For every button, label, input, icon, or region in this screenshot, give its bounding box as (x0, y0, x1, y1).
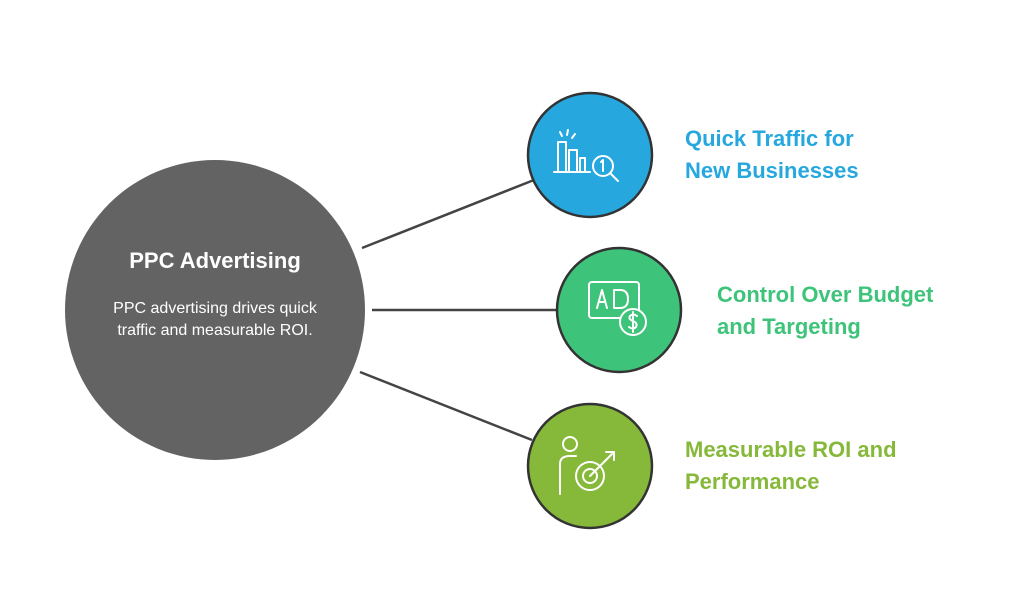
label-line-1: Measurable ROI and (685, 437, 897, 462)
person-target-icon (559, 436, 615, 495)
center-title: PPC Advertising (129, 248, 301, 273)
node-measurable-roi (526, 402, 654, 530)
ad-dollar-icon (588, 281, 647, 336)
label-line-2: and Targeting (717, 314, 861, 339)
connector-3 (359, 370, 533, 442)
label-line-2: Performance (685, 469, 820, 494)
label-line-1: Control Over Budget (717, 282, 934, 307)
label-line-2: New Businesses (685, 158, 859, 183)
label-control-budget: Control Over Budget and Targeting (717, 279, 1007, 343)
label-measurable-roi: Measurable ROI and Performance (685, 434, 985, 498)
center-circle (65, 160, 365, 460)
bar-chart-search-icon (553, 129, 619, 182)
connector-1 (361, 178, 535, 250)
label-quick-traffic: Quick Traffic for New Businesses (685, 123, 985, 187)
node-quick-traffic (526, 91, 654, 219)
label-line-1: Quick Traffic for (685, 126, 854, 151)
node-control-budget (555, 246, 683, 374)
center-description: PPC advertising drives quick traffic and… (113, 300, 317, 339)
